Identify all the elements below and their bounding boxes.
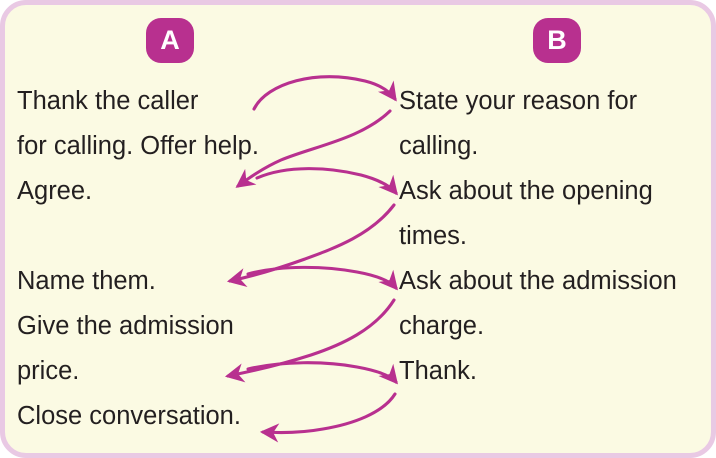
speaker-badge-b: B bbox=[533, 18, 581, 63]
step-line-spacer bbox=[399, 394, 711, 439]
step-line: calling. bbox=[399, 132, 479, 160]
step-line: Ask about the admission bbox=[399, 267, 677, 295]
step-line: charge. bbox=[399, 312, 485, 340]
step-line: for calling. Offer help. bbox=[17, 132, 259, 160]
step-line: Name them. bbox=[17, 267, 156, 295]
speaker-a-steps: Thank the caller for calling. Offer help… bbox=[17, 79, 317, 439]
speaker-badge-a: A bbox=[146, 18, 194, 63]
step-line: Give the admission bbox=[17, 312, 234, 340]
step-line: Thank. bbox=[399, 357, 477, 385]
step-line: price. bbox=[17, 357, 80, 385]
step-line-spacer bbox=[17, 214, 317, 259]
step-line: Close conversation. bbox=[17, 402, 241, 430]
step-line: Thank the caller bbox=[17, 87, 199, 115]
step-line: Ask about the opening bbox=[399, 177, 653, 205]
step-line: State your reason for bbox=[399, 87, 638, 115]
step-line: times. bbox=[399, 222, 468, 250]
speaker-b-steps: State your reason for calling. Ask about… bbox=[399, 79, 711, 439]
step-line: Agree. bbox=[17, 177, 93, 205]
